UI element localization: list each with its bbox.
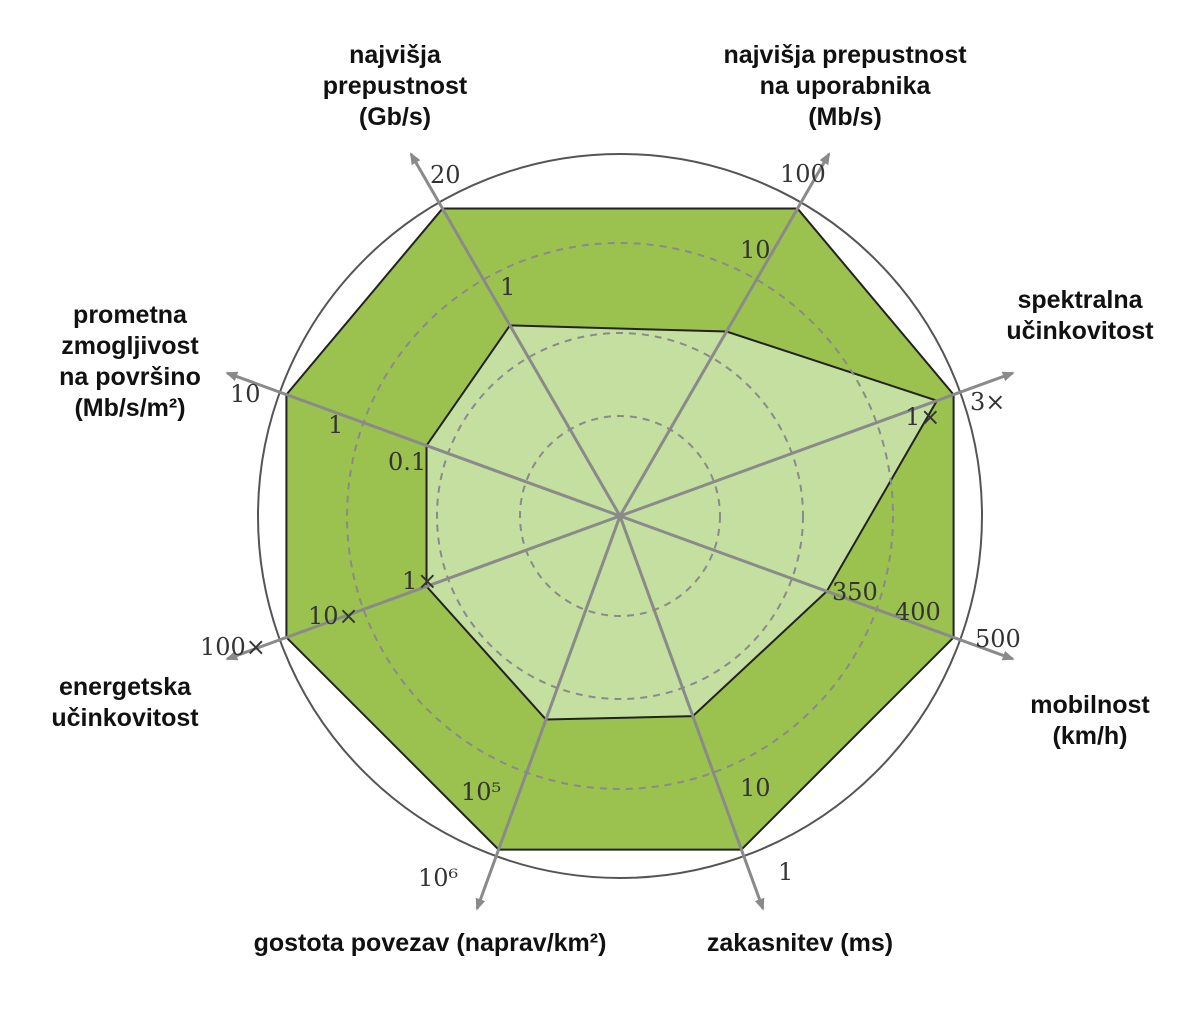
axis-title-area-traffic-capacity: prometna zmogljivost na površino (Mb/s/m… xyxy=(30,300,230,424)
tick-label: 400 xyxy=(895,598,941,626)
axis-title-energy-efficiency: energetska učinkovitost xyxy=(25,672,225,734)
axis-title-line: prometna xyxy=(73,301,187,329)
tick-label: 1× xyxy=(402,567,437,595)
axis-title-connection-density: gostota povezav (naprav/km²) xyxy=(225,928,635,959)
tick-label: 350 xyxy=(832,578,878,606)
axis-title-line: na uporabnika xyxy=(759,72,931,100)
axis-title-line: najvišja prepustnost xyxy=(723,41,967,69)
axis-title-line: na površino xyxy=(59,363,201,391)
tick-label: 10⁵ xyxy=(461,778,501,806)
tick-label: 20 xyxy=(430,161,461,189)
dashed-ring xyxy=(346,242,894,790)
axis-title-peak-throughput: najvišja prepustnost (Gb/s) xyxy=(300,40,490,133)
axis-title-line: prepustnost xyxy=(322,72,468,100)
axis-title-line: učinkovitost xyxy=(1006,317,1154,345)
axis-title-line: energetska xyxy=(58,673,192,701)
tick-label: 10× xyxy=(308,602,359,630)
dashed-ring xyxy=(519,415,721,617)
axis-title-mobility: mobilnost (km/h) xyxy=(1010,690,1170,752)
tick-label: 10⁶ xyxy=(418,864,458,892)
tick-label: 1× xyxy=(905,403,940,431)
axis-line-top-left xyxy=(409,152,622,517)
tick-label: 0.1 xyxy=(388,448,426,476)
axis-title-line: (Gb/s) xyxy=(358,103,432,131)
tick-label: 10 xyxy=(740,774,771,802)
tick-label: 10 xyxy=(230,380,261,408)
axis-title-line: mobilnost xyxy=(1030,691,1150,719)
axis-title-line: spektralna xyxy=(1017,286,1143,314)
axis-title-line: zakasnitev (ms) xyxy=(706,929,894,957)
tick-label: 1 xyxy=(778,858,793,886)
tick-label: 3× xyxy=(970,388,1005,416)
outer-circle xyxy=(257,153,983,879)
axis-line-left-lower xyxy=(225,514,621,661)
axis-title-line: (km/h) xyxy=(1052,722,1128,750)
tick-label: 1 xyxy=(328,411,343,439)
axis-title-line: gostota povezav (naprav/km²) xyxy=(253,929,607,957)
tick-label: 500 xyxy=(975,625,1021,653)
axis-line-bottom-right xyxy=(618,515,765,911)
tick-label: 100 xyxy=(780,160,826,188)
axis-title-line: učinkovitost xyxy=(51,704,199,732)
dashed-ring xyxy=(436,332,804,700)
axis-line-right-upper xyxy=(619,371,1015,518)
tick-label: 10 xyxy=(740,236,771,264)
axis-title-line: najvišja xyxy=(349,41,441,69)
axis-line-left-upper xyxy=(225,371,621,518)
axis-title-spectral-efficiency: spektralna učinkovitost xyxy=(990,285,1170,347)
axis-title-latency: zakasnitev (ms) xyxy=(690,928,910,959)
axis-title-line: (Mb/s) xyxy=(808,103,882,131)
axis-line-top-right xyxy=(618,152,831,517)
axis-line-bottom-left xyxy=(475,515,622,911)
tick-label: 1 xyxy=(500,273,515,301)
axis-title-line: zmogljivost xyxy=(61,332,199,360)
axis-title-line: (Mb/s/m²) xyxy=(74,394,186,422)
axis-line-right-lower xyxy=(619,514,1015,661)
axis-title-user-throughput: najvišja prepustnost na uporabnika (Mb/s… xyxy=(700,40,990,133)
tick-label: 100× xyxy=(200,633,266,661)
